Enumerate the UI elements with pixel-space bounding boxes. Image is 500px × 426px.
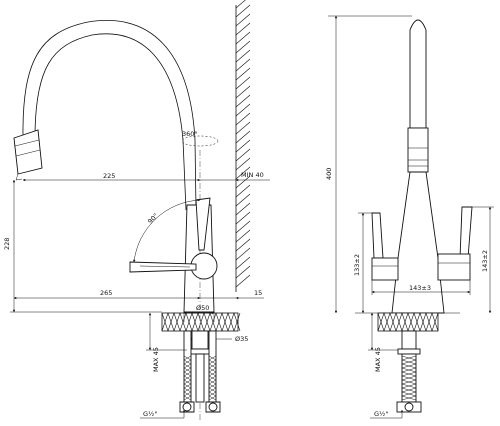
lever-height-right-label: 143±2 bbox=[481, 250, 489, 272]
front-thread-label: G½" bbox=[374, 410, 388, 418]
spray-head bbox=[13, 129, 43, 181]
front-view: 400 133±2 143±2 143 bbox=[325, 15, 494, 419]
offset-15-label: 15 bbox=[254, 289, 262, 297]
spout-gooseneck bbox=[22, 20, 196, 141]
lever-span-label: 143±3 bbox=[409, 284, 431, 292]
front-max-45-label: MAX 45 bbox=[374, 347, 382, 372]
supply-hoses bbox=[179, 330, 221, 413]
min-40-label: MIN 40 bbox=[241, 171, 264, 179]
front-shank-hose bbox=[396, 330, 422, 413]
reach-265-label: 265 bbox=[100, 289, 112, 297]
reach-225-label: 225 bbox=[103, 172, 115, 180]
lever bbox=[129, 197, 218, 280]
countertop bbox=[161, 312, 241, 332]
height-228-label: 228 bbox=[3, 238, 11, 250]
rotation-label: 360° bbox=[182, 130, 198, 138]
max-45-label: MAX 45 bbox=[152, 347, 160, 372]
lever-angle-arc bbox=[133, 198, 201, 263]
thread-label: G½" bbox=[143, 410, 157, 418]
front-spout bbox=[409, 19, 427, 129]
front-right-lever bbox=[437, 206, 473, 281]
base-diameter-label: Ø50 bbox=[196, 304, 209, 312]
front-spray-head bbox=[407, 127, 429, 173]
height-400-label: 400 bbox=[325, 168, 333, 180]
rotation-arrow bbox=[181, 135, 219, 147]
wall bbox=[235, 0, 251, 292]
lever-height-left-label: 133±2 bbox=[353, 254, 361, 276]
hole-diameter-label: Ø35 bbox=[235, 335, 248, 343]
front-left-lever bbox=[371, 212, 399, 281]
side-view: 360° 90° 225 MIN 40 228 265 bbox=[3, 0, 270, 420]
lever-angle-label: 90° bbox=[146, 212, 160, 226]
